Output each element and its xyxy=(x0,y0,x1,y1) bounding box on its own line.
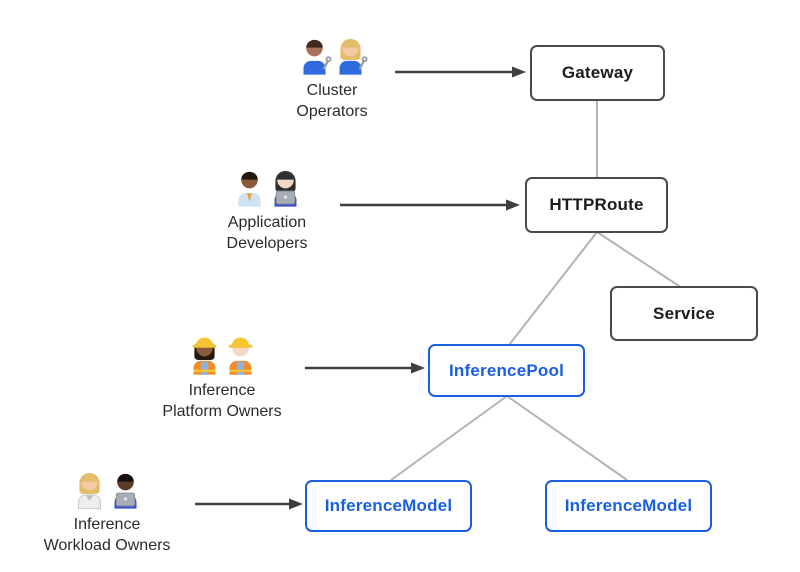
persona-label-line: Platform Owners xyxy=(162,403,282,420)
node-httproute: HTTPRoute xyxy=(525,177,668,233)
persona-application-developers: Application Developers xyxy=(187,165,347,254)
arrow-application-developers-httproute xyxy=(340,199,520,211)
node-label: HTTPRoute xyxy=(549,195,644,214)
persona-label-line: Application xyxy=(227,214,307,231)
arrow-inference-workload-owners-inferencemodel xyxy=(195,498,303,510)
persona-label-line: Inference xyxy=(73,516,141,533)
edge-httproute-service xyxy=(596,231,683,289)
persona-label-line: Cluster xyxy=(306,82,358,99)
scientist-technologist-emoji-icon xyxy=(73,467,142,510)
node-label: Gateway xyxy=(561,63,634,82)
office-worker-technologist-emoji-icon xyxy=(233,165,302,207)
node-inferencemodel-1: InferenceModel xyxy=(305,480,472,532)
persona-label-line: Operators xyxy=(296,103,368,120)
persona-label-line: Developers xyxy=(226,235,308,252)
persona-label: Cluster Operators xyxy=(296,80,367,122)
node-inferencemodel-2: InferenceModel xyxy=(545,480,712,532)
edge-httproute-inferencepool xyxy=(508,231,598,346)
node-label: Service xyxy=(653,303,715,323)
persona-inference-platform-owners: Inference Platform Owners xyxy=(142,333,302,422)
persona-label: Inference Platform Owners xyxy=(162,380,281,422)
construction-workers-emoji-icon xyxy=(188,333,257,375)
persona-label: Application Developers xyxy=(227,212,308,254)
persona-inference-workload-owners: Inference Workload Owners xyxy=(17,467,197,556)
node-label: InferencePool xyxy=(448,360,565,380)
node-service: Service xyxy=(610,286,758,341)
persona-label-line: Inference xyxy=(188,382,256,399)
node-gateway: Gateway xyxy=(530,45,665,101)
node-label: InferenceModel xyxy=(564,496,693,515)
persona-cluster-operators: Cluster Operators xyxy=(252,33,412,122)
persona-label-line: Workload Owners xyxy=(43,537,171,554)
arrow-cluster-operators-gateway xyxy=(395,66,526,78)
persona-label: Inference Workload Owners xyxy=(44,514,171,556)
node-inferencepool: InferencePool xyxy=(428,344,585,397)
node-label: InferenceModel xyxy=(324,496,453,515)
edge-inferencepool-inferencemodel-2 xyxy=(506,395,628,481)
mechanics-emoji-icon xyxy=(298,33,368,75)
arrow-inference-platform-owners-inferencepool xyxy=(305,362,425,374)
edge-inferencepool-inferencemodel-1 xyxy=(390,395,508,481)
